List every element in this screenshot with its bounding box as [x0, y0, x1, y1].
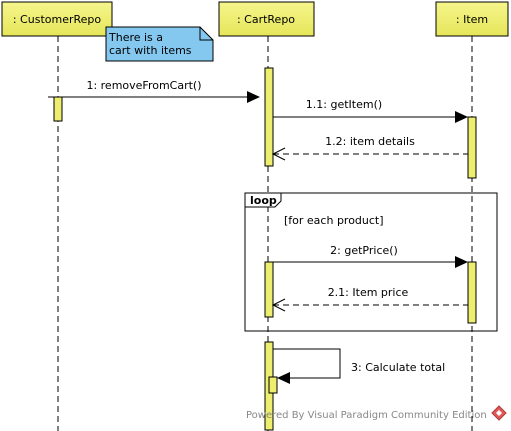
message-removefromcart[interactable]: 1: removeFromCart() [48, 79, 260, 103]
loop-guard: [for each product] [284, 214, 384, 227]
message-item-price[interactable]: 2.1: Item price [271, 286, 468, 312]
message-getprice[interactable]: 2: getPrice() [273, 244, 468, 268]
message-getitem[interactable]: 1.1: getItem() [273, 98, 468, 123]
message-label: 1: removeFromCart() [86, 79, 201, 92]
loop-fragment[interactable]: loop [for each product] [244, 192, 498, 332]
visual-paradigm-logo-icon [491, 405, 507, 421]
note-line-2: cart with items [109, 44, 192, 57]
loop-operator: loop [250, 194, 277, 207]
activation-bar-cartrepo-2 [264, 261, 274, 318]
activation-bar-customerrepo [53, 96, 63, 122]
message-label: 3: Calculate total [351, 361, 445, 374]
activation-bar-cartrepo-1 [264, 67, 274, 167]
lifeline-head-item[interactable]: : Item [435, 1, 509, 37]
message-label: 2: getPrice() [330, 244, 398, 257]
activation-bar-cartrepo-self [268, 376, 278, 394]
activation-bar-item-2 [467, 261, 477, 324]
message-calculate-total[interactable]: 3: Calculate total [273, 348, 445, 384]
message-item-details[interactable]: 1.2: item details [271, 135, 468, 161]
lifeline-head-customerrepo[interactable]: : CustomerRepo [1, 1, 113, 37]
note[interactable]: There is a cart with items [105, 26, 214, 62]
activation-bar-item-1 [467, 116, 477, 179]
message-label: 1.2: item details [325, 135, 415, 148]
message-label: 2.1: Item price [328, 286, 409, 299]
lifeline-head-cartrepo[interactable]: : CartRepo [218, 1, 315, 37]
lifeline-label: : Item [456, 13, 488, 26]
note-line-1: There is a [108, 31, 163, 44]
message-label: 1.1: getItem() [306, 98, 382, 111]
lifeline-label: : CustomerRepo [13, 13, 102, 26]
lifeline-label: : CartRepo [237, 13, 295, 26]
watermark-text: Powered By Visual Paradigm Community Edi… [246, 410, 487, 421]
